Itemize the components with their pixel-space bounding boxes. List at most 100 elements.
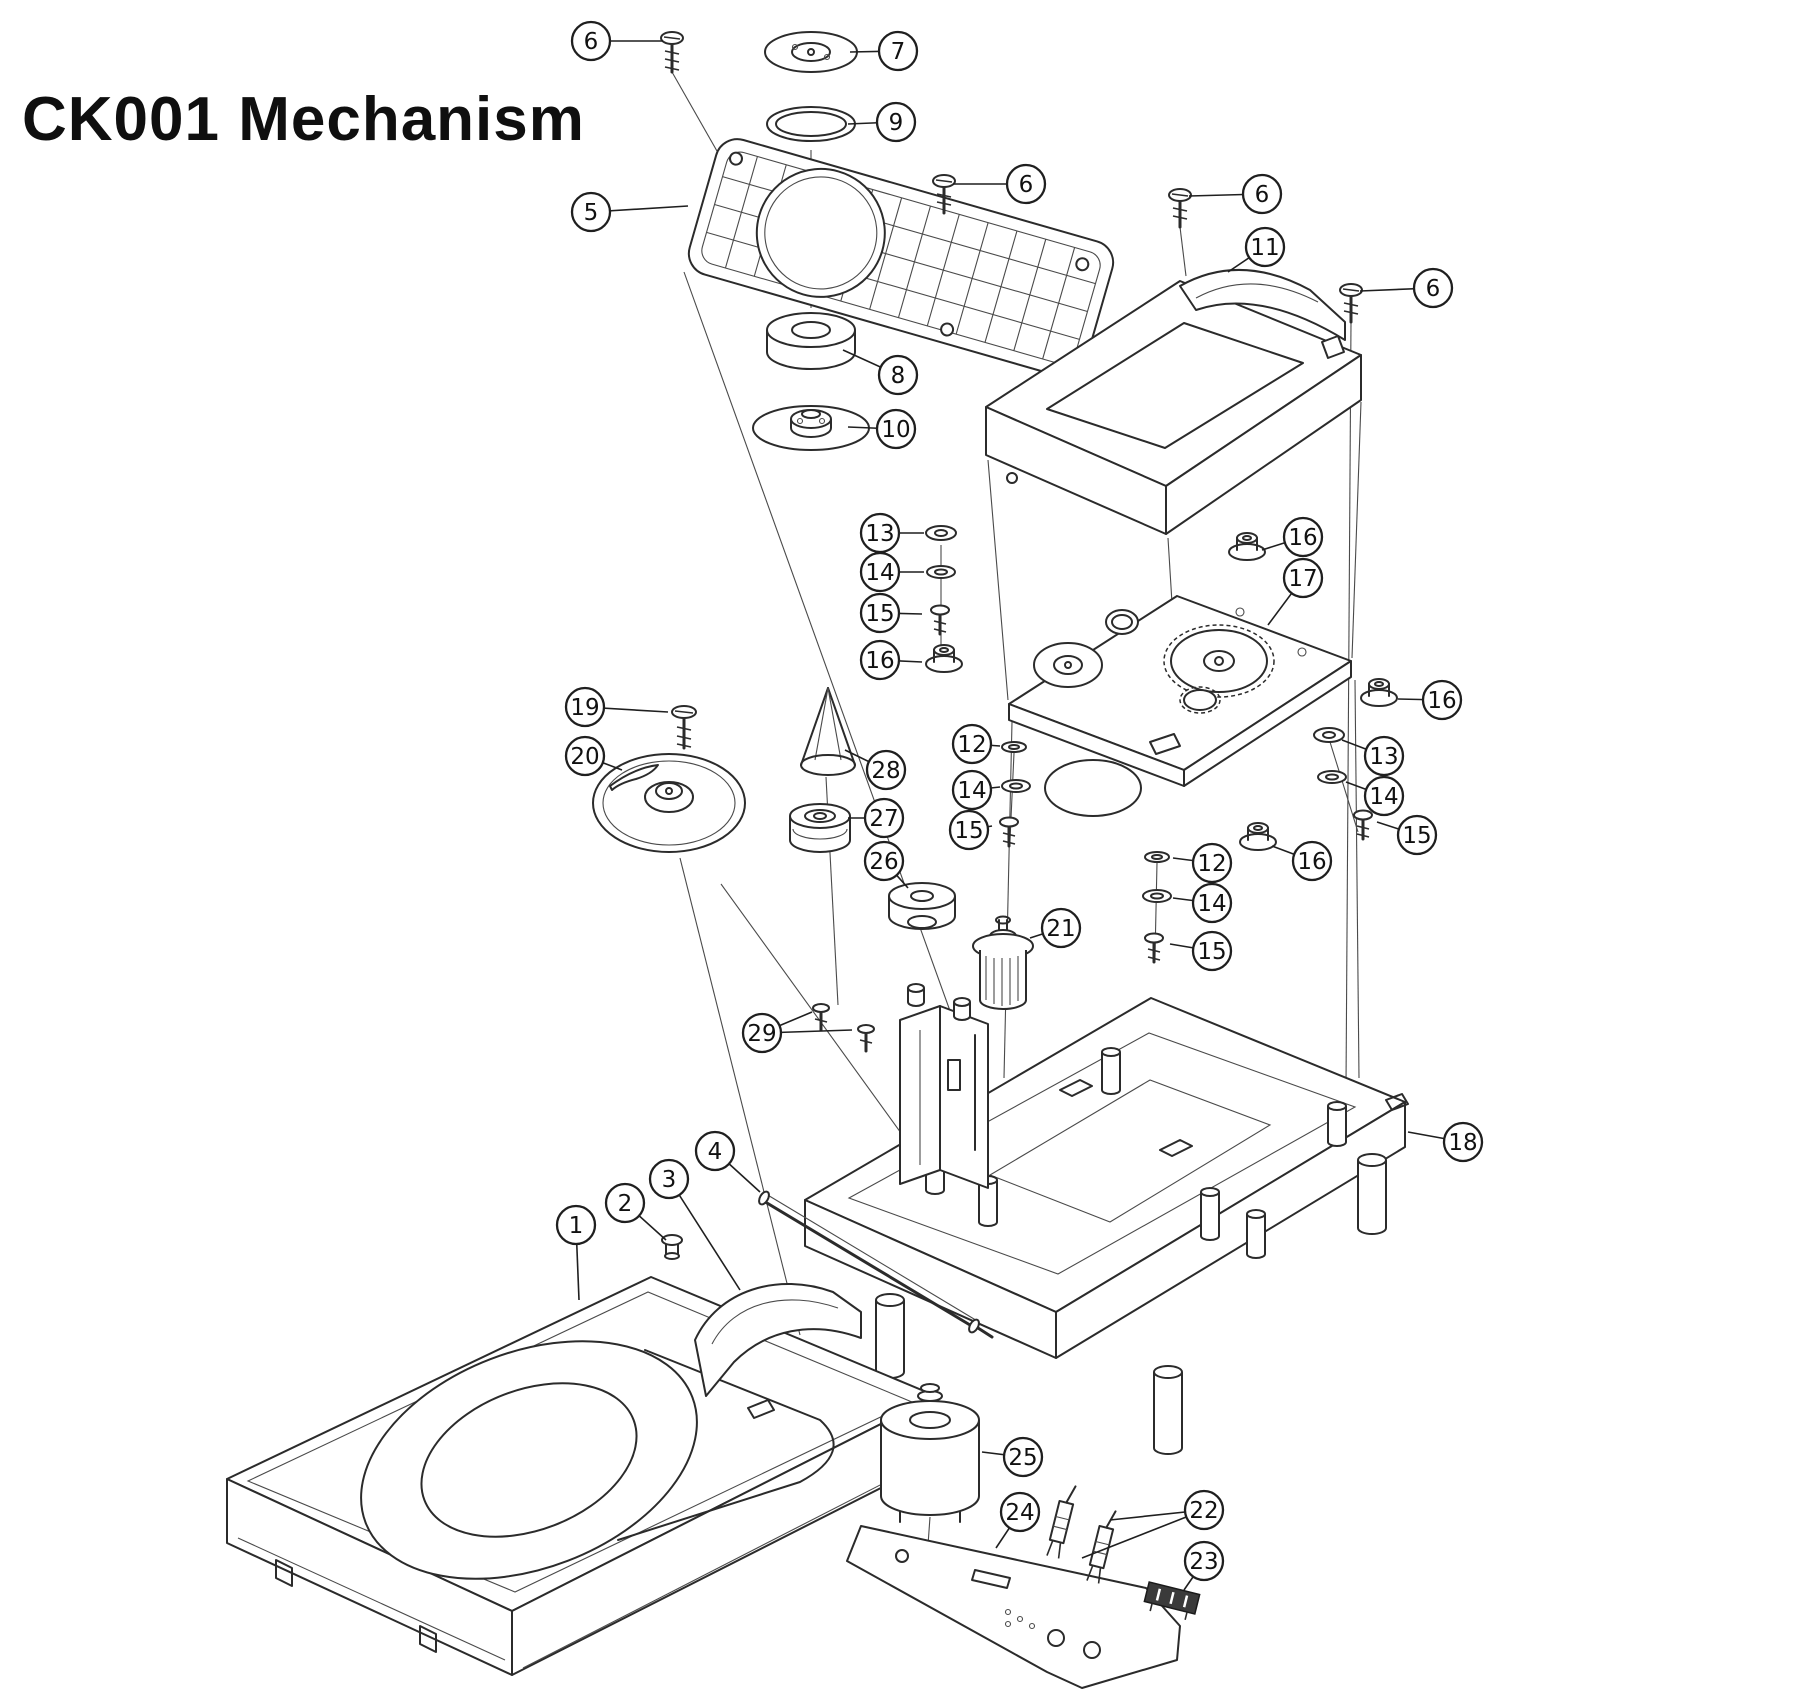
hardware-column-mid-drawing [999, 741, 1031, 848]
callout-number: 16 [1288, 525, 1317, 551]
callout-balloon [859, 551, 901, 593]
callout-balloon [1191, 842, 1233, 884]
callout-balloon [863, 840, 905, 882]
callout-number: 27 [869, 806, 898, 832]
rod-part4-drawing [758, 1190, 994, 1339]
callout-3: 3 [648, 1158, 741, 1291]
callout-24: 24 [995, 1491, 1041, 1549]
callout-1: 1 [555, 1204, 597, 1301]
callout-number: 14 [957, 778, 986, 804]
callout-6: 6 [570, 20, 663, 62]
callout-balloon [1191, 882, 1233, 924]
screws-part29-drawing [812, 1003, 875, 1053]
callout-balloon [859, 639, 901, 681]
callout-number: 2 [618, 1191, 633, 1217]
callout-number: 26 [869, 849, 898, 875]
callout-number: 16 [1427, 688, 1456, 714]
callout-number: 14 [1369, 784, 1398, 810]
top-plate-part5-drawing [687, 138, 1115, 378]
callout-balloon [875, 101, 917, 143]
callout-5: 5 [570, 191, 689, 233]
callout-number: 13 [1369, 744, 1398, 770]
callout-2: 2 [604, 1182, 667, 1241]
callout-number: 7 [891, 39, 906, 65]
callout-number: 12 [957, 732, 986, 758]
callout-9: 9 [847, 101, 917, 143]
callout-number: 16 [865, 648, 894, 674]
callout-balloon [1282, 516, 1324, 558]
callout-balloon [1005, 163, 1047, 205]
deck-part17-drawing [1008, 595, 1352, 817]
callout-27: 27 [848, 797, 905, 839]
screw-part6-drawing [1168, 188, 1192, 229]
callout-14: 14 [1172, 882, 1233, 924]
callout-balloon [877, 30, 919, 72]
callout-leader-line [668, 1178, 741, 1291]
screw-part6-drawing [660, 31, 684, 74]
callout-number: 15 [954, 818, 983, 844]
callout-balloon [1282, 557, 1324, 599]
pulley-part26-drawing [888, 882, 956, 930]
callout-13: 13 [859, 512, 924, 554]
callout-balloon [877, 354, 919, 396]
callout-balloon [948, 809, 990, 851]
cam-gear-part21-drawing [972, 915, 1034, 1010]
callout-number: 15 [1197, 939, 1226, 965]
callout-number: 12 [1197, 851, 1226, 877]
callout-20: 20 [564, 735, 623, 777]
callout-balloon [951, 723, 993, 765]
callout-28: 28 [844, 749, 907, 791]
callout-balloon [1002, 1436, 1044, 1478]
callout-balloon [570, 20, 612, 62]
callout-6: 6 [1359, 267, 1454, 309]
callout-number: 3 [662, 1167, 677, 1193]
callout-balloon [875, 408, 917, 450]
callout-21: 21 [1029, 907, 1082, 949]
callout-number: 4 [708, 1139, 723, 1165]
callout-number: 17 [1288, 566, 1317, 592]
callout-number: 16 [1297, 849, 1326, 875]
callout-12: 12 [1172, 842, 1233, 884]
callout-number: 9 [889, 110, 904, 136]
callout-26: 26 [863, 840, 909, 889]
callout-balloon [863, 797, 905, 839]
callout-17: 17 [1267, 557, 1324, 626]
callout-balloon [999, 1491, 1041, 1533]
callout-19: 19 [564, 686, 669, 728]
callout-15: 15 [1376, 814, 1438, 856]
callout-number: 6 [1255, 182, 1270, 208]
callout-number: 25 [1008, 1445, 1037, 1471]
callout-balloon [1191, 930, 1233, 972]
screw-part6-drawing [932, 174, 956, 215]
callout-balloon [1040, 907, 1082, 949]
callout-balloon [694, 1130, 736, 1172]
callout-number: 11 [1250, 235, 1279, 261]
callout-14: 14 [859, 551, 924, 593]
callout-22: 22 [1081, 1489, 1225, 1559]
connector-part23-drawing [1143, 1581, 1201, 1621]
callout-14: 14 [951, 769, 1001, 811]
callout-balloon [604, 1182, 646, 1224]
gear-bracket-drawing [899, 983, 989, 1189]
base-frame-part18-drawing [804, 997, 1409, 1455]
callout-balloon [1442, 1121, 1484, 1163]
callout-23: 23 [1183, 1540, 1225, 1591]
turntable-part20-drawing [592, 753, 746, 853]
callout-balloon [1183, 1540, 1225, 1582]
callout-balloon [1241, 173, 1283, 215]
callout-15: 15 [1169, 930, 1233, 972]
callout-16: 16 [1261, 516, 1324, 558]
callout-number: 28 [871, 758, 900, 784]
callout-16: 16 [1397, 679, 1463, 721]
callout-balloon [1412, 267, 1454, 309]
callout-number: 8 [891, 363, 906, 389]
callout-12: 12 [951, 723, 1001, 765]
callout-balloon [1244, 226, 1286, 268]
callout-number: 10 [881, 417, 910, 443]
callout-balloon [1363, 775, 1405, 817]
hardware-column-left-drawing [925, 525, 963, 673]
callout-balloon [951, 769, 993, 811]
callout-number: 1 [569, 1213, 584, 1239]
